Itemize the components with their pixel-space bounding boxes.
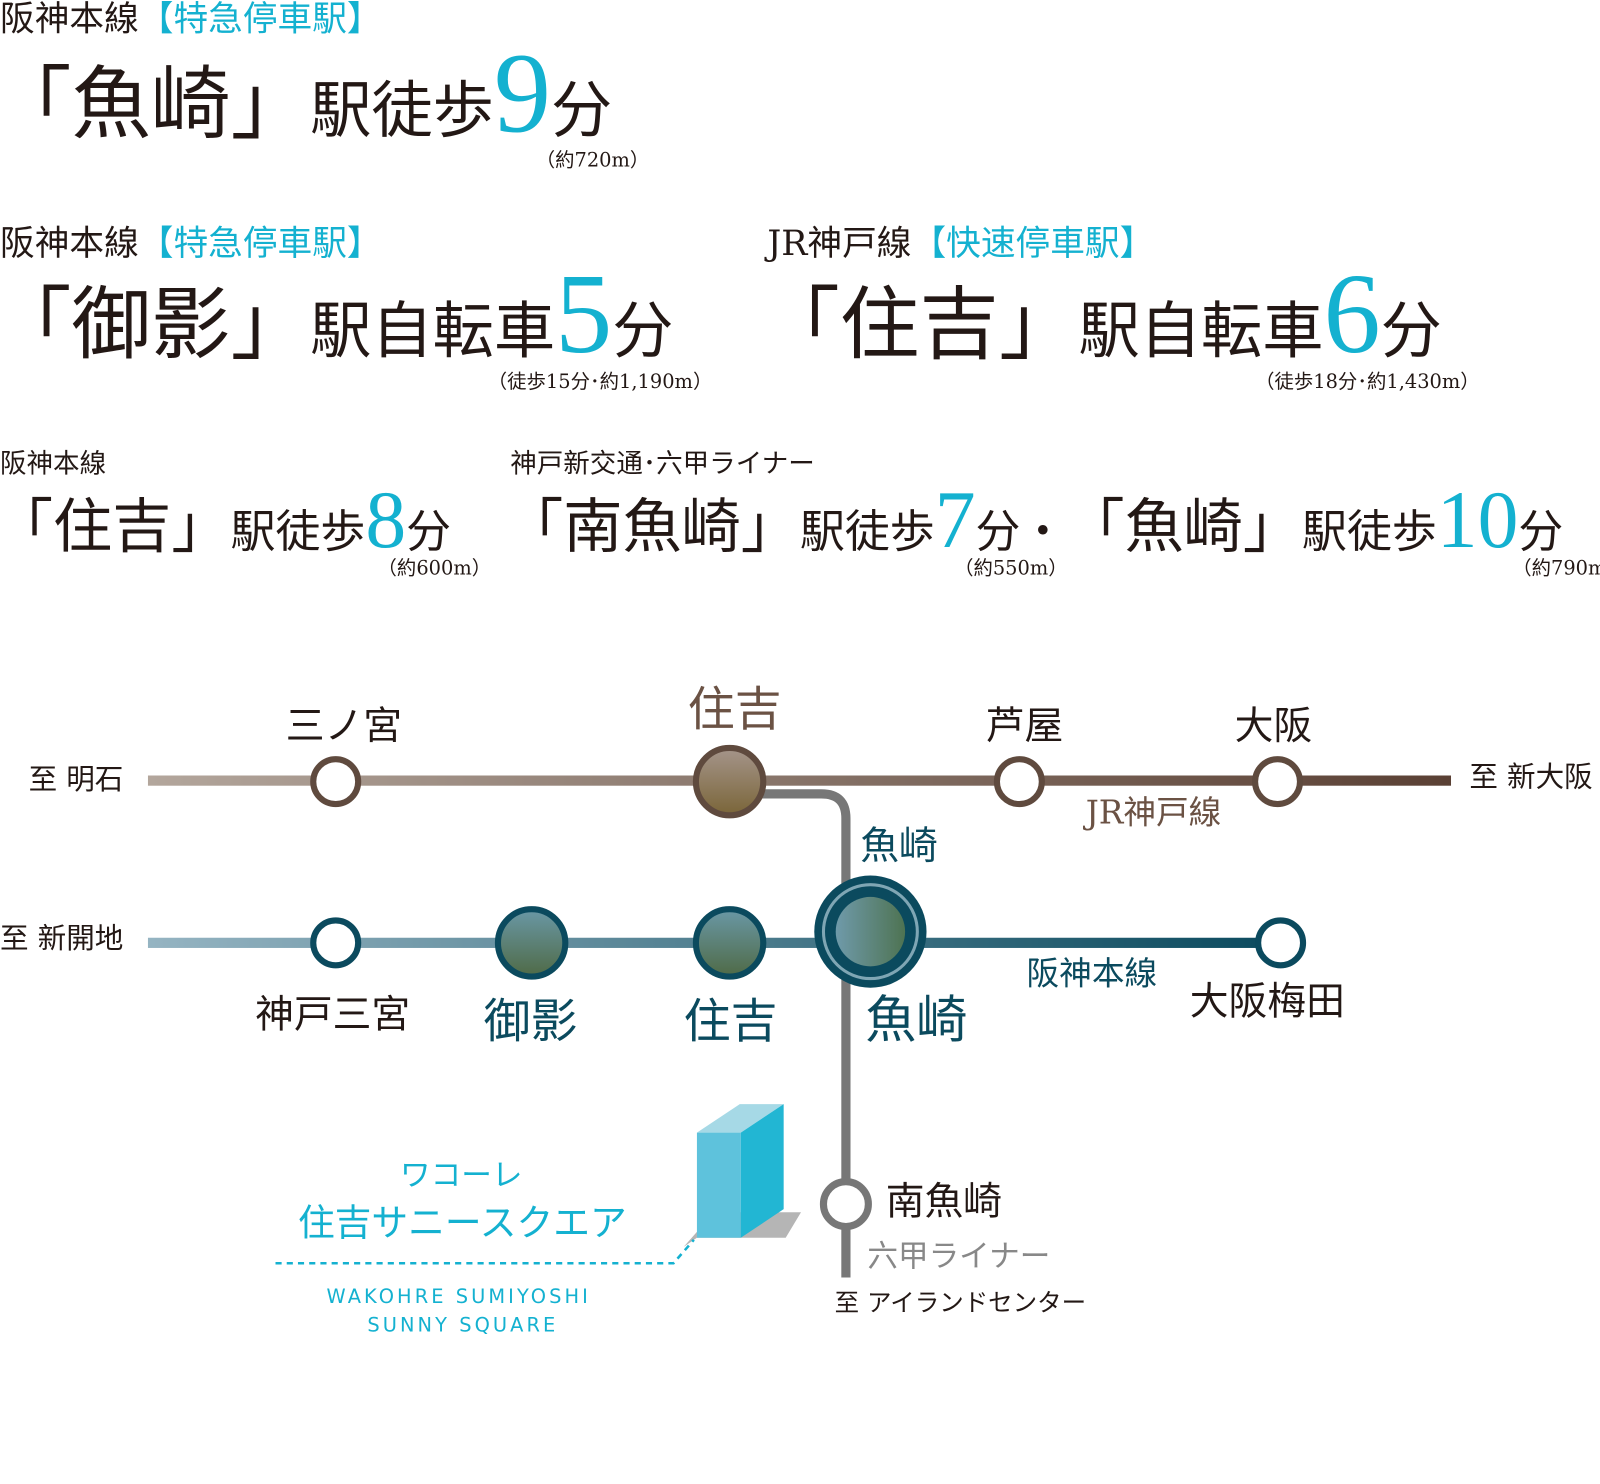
minutes: 5	[555, 251, 613, 378]
minutes: 9	[493, 30, 552, 158]
station-sumiyoshi-jr	[692, 744, 767, 819]
minutes: 10	[1436, 475, 1519, 566]
station-label: 神戸三宮	[255, 991, 411, 1037]
station-name: 「御影」	[0, 279, 311, 372]
access-uozaki-walk: 「魚崎」 駅徒歩 9 分	[0, 37, 612, 151]
minutes: 7	[934, 475, 976, 566]
station-label: 三ノ宮	[285, 703, 403, 748]
line-label: 阪神本線【特急停車駅】	[0, 0, 382, 40]
minutes: 6	[1323, 251, 1381, 378]
property-name-en-2: SUNNY SQUARE	[367, 1314, 559, 1337]
station-osaka	[1252, 756, 1304, 808]
station-kobe-sannomiya	[310, 917, 362, 969]
rokko-direction: 至 アイランドセンター	[834, 1288, 1087, 1318]
unit: 分	[406, 506, 452, 559]
building-top	[696, 1104, 784, 1133]
station-label: 御影	[483, 993, 578, 1049]
unit: 分	[1518, 506, 1564, 559]
line-label: 阪神本線	[0, 448, 107, 480]
station-name: 「住吉」	[760, 279, 1079, 372]
mode: 駅徒歩	[310, 75, 494, 147]
station-name: 「魚崎」	[1065, 491, 1303, 562]
line-label: JR神戸線【快速停車駅】	[767, 223, 1155, 265]
access-sumiyoshi-jr-bike: 「住吉」 駅自転車 6 分	[760, 257, 1442, 371]
station-label: 魚崎	[865, 990, 968, 1050]
station-label: 住吉	[683, 993, 778, 1049]
property-name-en-1: WAKOHRE SUMIYOSHI	[326, 1285, 591, 1309]
unit: 分・	[975, 506, 1066, 559]
station-sumiyoshi-hanshin	[692, 906, 767, 980]
distance-note: （約720m）	[535, 148, 650, 172]
station-minami-uozaki	[819, 1178, 872, 1231]
unit: 分	[1380, 295, 1442, 368]
property-name-2: 住吉サニースクエア	[297, 1203, 627, 1245]
mode: 駅徒歩	[800, 506, 935, 559]
mode: 駅徒歩	[230, 506, 366, 559]
unit: 分	[551, 75, 613, 147]
distance-note: （徒歩15分･約1,190m）	[487, 370, 713, 393]
station-name: 「住吉」	[0, 491, 231, 562]
access-mikage-bike: 「御影」 駅自転車 5 分	[0, 257, 673, 371]
rokko-uozaki-label: 魚崎	[860, 823, 938, 869]
station-mikage	[494, 906, 569, 980]
hanshin-direction-west: 至 新開地	[0, 921, 124, 956]
station-ashiya	[993, 756, 1045, 808]
station-label: 芦屋	[985, 703, 1064, 748]
unit: 分	[612, 295, 674, 368]
station-name: 「南魚崎」	[504, 491, 801, 562]
distance-note: （約550m）	[954, 557, 1068, 580]
jr-line-name: JR神戸線	[1085, 792, 1222, 832]
minutes: 8	[365, 475, 407, 566]
distance-note: （約600m）	[377, 557, 492, 580]
line-label: 神戸新交通･六甲ライナー	[510, 448, 815, 480]
hanshin-line-name: 阪神本線	[1026, 954, 1158, 993]
station-uozaki	[1255, 917, 1307, 969]
distance-note: （約790m）	[1512, 557, 1600, 580]
mode: 駅徒歩	[1302, 506, 1437, 559]
station-label: 住吉	[687, 681, 782, 737]
jr-line	[147, 775, 1452, 786]
access-sumiyoshi-hanshin-walk: 「住吉」 駅徒歩 8 分	[0, 480, 451, 562]
line-label: 阪神本線【特急停車駅】	[0, 223, 382, 265]
station-label: 大阪梅田	[1189, 978, 1345, 1024]
station-label: 大阪	[1234, 703, 1313, 748]
jr-direction-west: 至 明石	[28, 762, 124, 796]
station-name: 「魚崎」	[0, 59, 311, 152]
building-front	[696, 1132, 741, 1238]
rokko-liner-line	[760, 789, 851, 1278]
building-side	[740, 1104, 784, 1238]
distance-note: （徒歩18分･約1,430m）	[1255, 370, 1480, 393]
mode: 駅自転車	[1078, 295, 1324, 368]
station-sannomiya	[310, 756, 362, 808]
access-minami-uozaki-walk: 「南魚崎」 駅徒歩 7 分・ 「魚崎」 駅徒歩 10 分	[504, 480, 1563, 562]
mode: 駅自転車	[310, 295, 556, 368]
jr-direction-east: 至 新大阪	[1469, 760, 1593, 794]
property-name-1: ワコーレ	[399, 1158, 523, 1194]
station-label: 南魚崎	[885, 1178, 1003, 1224]
property-leader-line	[275, 1238, 695, 1265]
rokko-line-name: 六甲ライナー	[867, 1238, 1051, 1275]
